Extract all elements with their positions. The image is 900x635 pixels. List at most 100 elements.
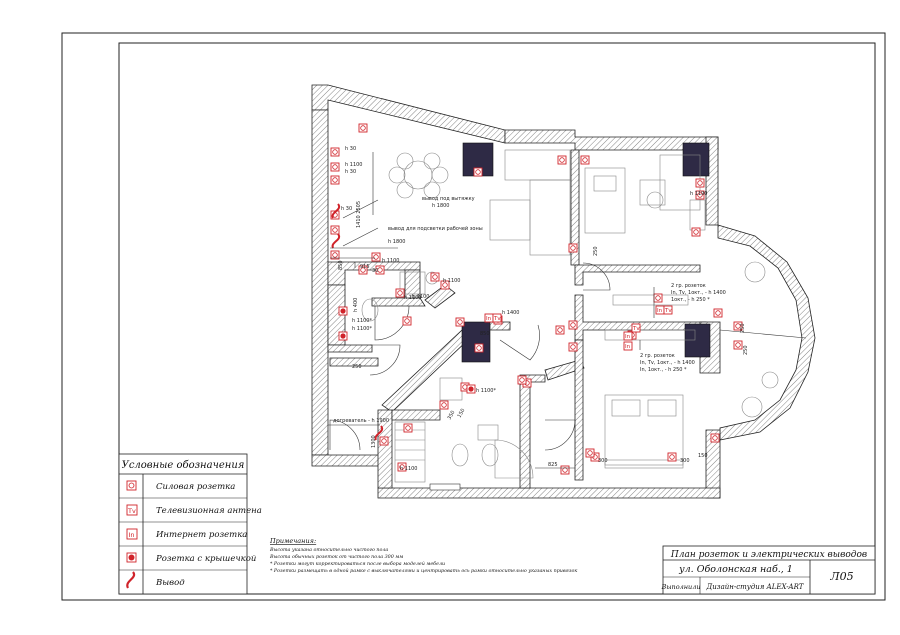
dim-label: 30 (372, 268, 378, 274)
bed (604, 394, 684, 469)
dim-label: догреватель - h 1900 (333, 418, 389, 424)
wall (391, 409, 441, 421)
legend-item-label: Вывод (155, 578, 185, 588)
socket-group-label: In, Tv, 1окт., - h 1400 (671, 290, 726, 296)
socket-group-label: In, 1окт., - h 250 * (640, 367, 687, 373)
dim-label: 250 (352, 364, 362, 370)
wall (377, 487, 721, 499)
work-light-height: h 1800 (388, 239, 405, 245)
outer-border (61, 32, 886, 601)
dim-label: 300 (598, 458, 608, 464)
dim-label: 1300 (371, 435, 377, 448)
dim-label: h 1100 (382, 258, 399, 264)
tv-symbol: Tv (127, 507, 136, 515)
svg-text:In: In (625, 334, 631, 340)
dim-label: 250 (593, 246, 599, 256)
wall (717, 224, 816, 441)
outlet-wire-icon (331, 203, 384, 441)
dim-label: h 1100 (443, 278, 460, 284)
wall (574, 264, 701, 286)
bathroom-fixtures (361, 298, 534, 483)
legend: Условные обозначения Силовая розетка Tv … (118, 453, 262, 595)
floor-plan: In Tv In Tv In Tv In (311, 84, 816, 499)
legend-item-label: Телевизионная антена (156, 506, 262, 516)
dim-label: 150 (457, 408, 467, 419)
legend-item-label: Силовая розетка (156, 482, 235, 492)
sheet-number: Л05 (829, 570, 853, 583)
dim-label: 250 (743, 345, 749, 355)
door (499, 324, 540, 361)
svg-text:In: In (657, 308, 663, 314)
dim-label: 350 (447, 410, 457, 421)
dim-label: h 1100 (404, 295, 421, 301)
tv-antenna-icon: Tv (126, 504, 138, 516)
dim-label: 150 (698, 453, 708, 459)
dim-label: h 400 (353, 298, 359, 312)
svg-text:Tv: Tv (632, 326, 640, 332)
note-line: * Розетки размещать в одной рамке с выкл… (270, 568, 577, 574)
dim-label: h 30 (345, 169, 356, 175)
dim-label: 825 (548, 462, 558, 468)
dim-label: h 1100 (412, 294, 429, 300)
wall (424, 284, 456, 309)
work-light-label: вывод для подсветки рабочей зоны (388, 225, 483, 232)
outlet-wire-icon (126, 571, 136, 589)
plan-title: План розеток и электрических выводов (670, 550, 867, 560)
leader-lines (328, 152, 655, 469)
performed-label: Выполнили (660, 583, 700, 591)
hood-label: вывод под вытяжку (422, 196, 475, 202)
dim-label: 300 (680, 458, 690, 464)
dim-label: h 1100 (400, 466, 417, 472)
svg-text:In: In (625, 344, 631, 350)
dim-label: 1410 2505 (356, 201, 362, 228)
dim-label: 915 (360, 264, 370, 270)
dim-label: 250 (740, 323, 746, 333)
plan-labels: вывод под вытяжку h 1800 вывод для подсв… (333, 146, 749, 472)
ventilation-shaft (682, 142, 710, 177)
title-block: План розеток и электрических выводов ул.… (660, 545, 876, 595)
kitchen-counter (489, 149, 571, 256)
door (329, 419, 361, 451)
svg-text:Tv: Tv (664, 308, 672, 314)
inner-border (118, 42, 876, 595)
covered-socket-icon (126, 552, 137, 563)
dim-label: h 1100* (352, 318, 372, 324)
power-socket-icon (126, 480, 137, 491)
legend-title: Условные обозначения (122, 460, 245, 471)
wall (311, 84, 506, 144)
dim-label: h 30 (345, 146, 356, 152)
svg-text:In: In (486, 316, 492, 322)
wall (329, 357, 379, 367)
address: ул. Оболонская наб., 1 (678, 564, 793, 575)
dim-label: h 30 (341, 206, 352, 212)
notes-title: Примечания: (269, 537, 316, 545)
legend-item-label: Розетка с крышечкой (155, 554, 256, 564)
note-line: Высота обычных розеток от чистого пола 3… (269, 553, 403, 560)
ventilation-shaft (684, 323, 711, 358)
wall (371, 297, 426, 307)
note-line: Высота указана относительно чистого пола (269, 547, 388, 553)
legend-item-label: Интернет розетка (155, 530, 247, 540)
dining-table (388, 152, 449, 199)
wall (327, 344, 373, 353)
socket-group-label: 1окт., - h 250 * (671, 297, 710, 303)
note-line: * Розетки могут корректироваться после в… (270, 560, 445, 567)
internet-socket-icon: In (126, 528, 138, 540)
door (369, 344, 401, 376)
svg-text:Tv: Tv (493, 316, 501, 322)
dim-label: 850 (338, 260, 344, 270)
socket-group-label: 2 гр. розеток (640, 353, 675, 359)
dim-label: h 1100* (476, 388, 496, 394)
door (374, 305, 410, 341)
wall (544, 359, 585, 381)
ventilation-shaft (461, 321, 491, 363)
dim-label: h 1400 (502, 310, 519, 316)
living-zone (604, 294, 696, 341)
lounge-chairs (719, 261, 807, 418)
in-symbol: In (129, 531, 135, 539)
dim-label: h 1190 (690, 191, 707, 197)
dim-label: h 1100 (345, 162, 362, 168)
socket-group-label: 2 гр. розеток (671, 283, 706, 289)
wall (311, 109, 329, 456)
